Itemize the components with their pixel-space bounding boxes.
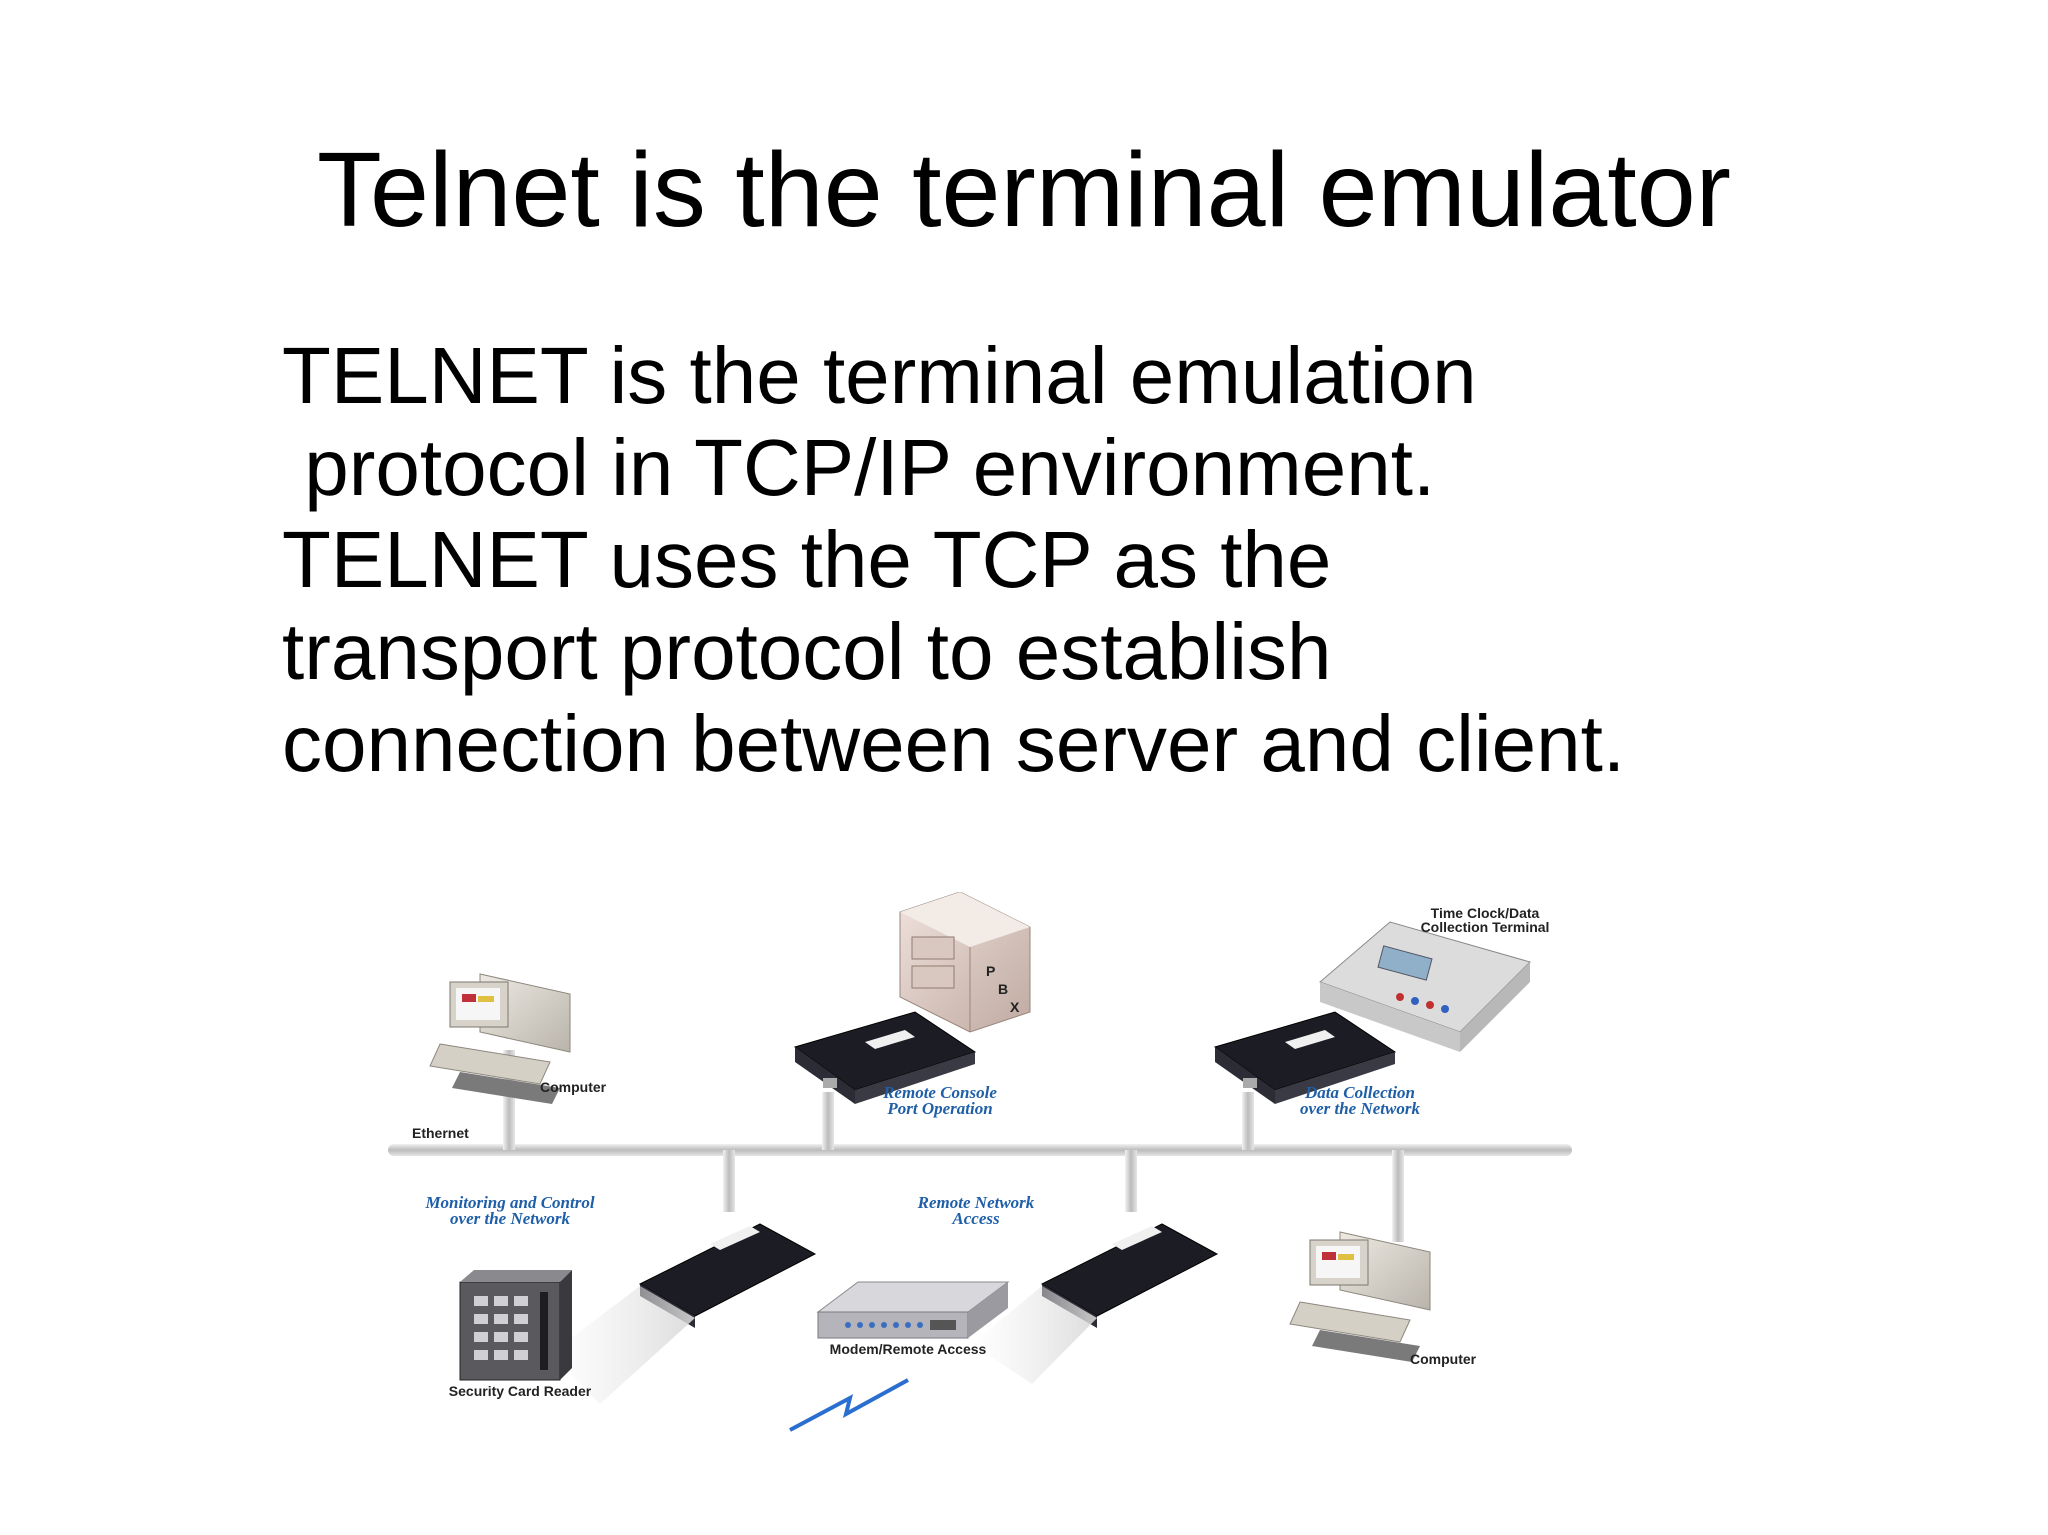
device-server-icon — [1213, 1011, 1397, 1104]
label-time-clock: Collection Terminal — [1421, 919, 1550, 935]
body-line: TELNET is the terminal emulation — [282, 331, 1477, 420]
network-diagram: P B X — [380, 892, 1710, 1432]
device-server-icon — [793, 1011, 977, 1104]
pbx-icon: P B X — [899, 892, 1031, 1033]
body-line: transport protocol to establish — [282, 607, 1332, 696]
label-modem: Modem/Remote Access — [830, 1341, 987, 1357]
body-line: connection between server and client. — [282, 699, 1626, 788]
label-time-clock: Time Clock/Data — [1431, 905, 1540, 921]
label-remote-network: Remote Network — [917, 1193, 1035, 1212]
label-data-collection: over the Network — [1300, 1099, 1420, 1118]
terminal-icon — [1319, 921, 1531, 1052]
computer-icon — [1289, 1231, 1431, 1362]
body-text: TELNET is the terminal emulation protoco… — [282, 330, 1782, 790]
body-line: protocol in TCP/IP environment. — [282, 423, 1436, 512]
label-monitoring: over the Network — [450, 1209, 570, 1228]
pbx-letter: P — [986, 963, 995, 979]
slide-title: Telnet is the terminal emulator — [317, 131, 1731, 249]
label-remote-network: Access — [951, 1209, 1000, 1228]
pbx-letter: B — [998, 981, 1008, 997]
modem-icon — [816, 1281, 1010, 1339]
label-security-reader: Security Card Reader — [449, 1383, 592, 1399]
label-computer: Computer — [540, 1079, 607, 1095]
lightning-icon — [789, 1378, 909, 1432]
body-line: TELNET uses the TCP as the — [282, 515, 1332, 604]
device-server-icon — [550, 1223, 817, 1404]
label-computer: Computer — [1410, 1351, 1477, 1367]
computer-icon — [429, 973, 571, 1104]
label-remote-console: Port Operation — [886, 1099, 992, 1118]
pbx-letter: X — [1010, 999, 1020, 1015]
label-monitoring: Monitoring and Control — [424, 1193, 594, 1212]
label-remote-console: Remote Console — [882, 1083, 997, 1102]
card-reader-icon — [459, 1270, 572, 1381]
label-data-collection: Data Collection — [1304, 1083, 1415, 1102]
device-server-icon — [972, 1223, 1219, 1384]
label-ethernet: Ethernet — [412, 1125, 469, 1141]
